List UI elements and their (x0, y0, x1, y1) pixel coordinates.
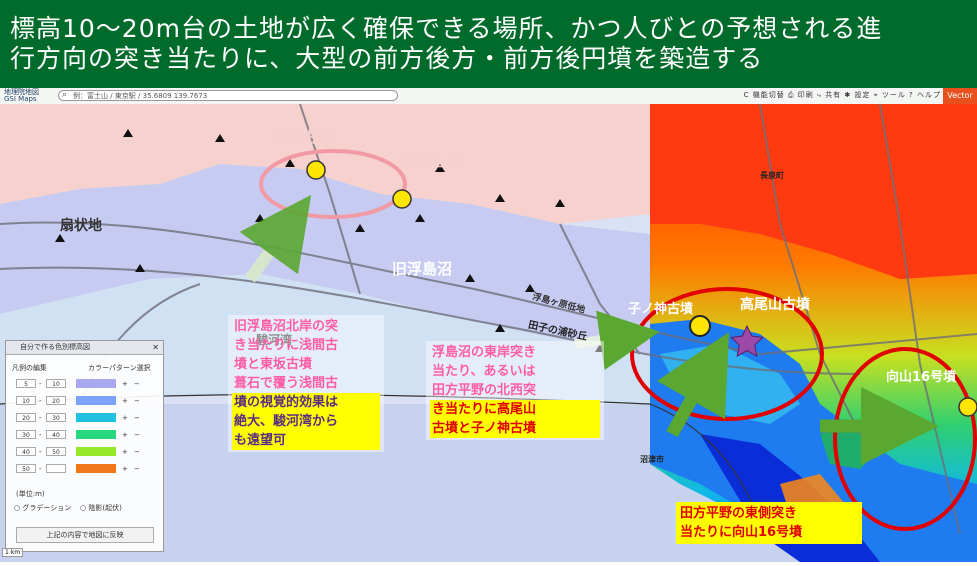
label-tousaka-kofun: 東坂古墳 (272, 128, 333, 146)
search-icon: ⌕ (62, 90, 68, 100)
gsi-logo[interactable]: 地理院地図 GSI Maps (4, 88, 39, 103)
label-sengen-kofun: 浅間古墳 (402, 152, 463, 170)
apply-button[interactable]: 上記の内容で地図に反映 (16, 527, 154, 543)
eastern-mountains (650, 104, 977, 279)
title-line-1: 標高10〜20m台の土地が広く確保できる場所、かつ人びとの予想される進 (10, 14, 883, 43)
remove-row-icon[interactable]: − (134, 414, 140, 422)
toolbar-menu[interactable]: C 機能切替 ⎙ 印刷 ⤷ 共有 ✱ 設定 ⌖ ツール ? ヘルプ (743, 91, 941, 99)
note-north-line: き当たりに浅間古 (234, 338, 339, 353)
label-suruga-wan: 駿河湾 (256, 333, 293, 347)
range-dash: - (39, 397, 42, 405)
close-icon[interactable]: ✕ (152, 343, 159, 352)
map-toolbar: 地理院地図 GSI Maps ⌕ 例：富士山 / 東京駅 / 35.6809 1… (0, 88, 977, 105)
note-east-line: 古墳と子ノ神古墳 (430, 419, 600, 438)
legend-color-swatch[interactable] (76, 430, 116, 439)
legend-color-swatch[interactable] (76, 447, 116, 456)
option-gradation[interactable]: ○ グラデーション (14, 504, 72, 512)
legend-to-input[interactable]: 30 (46, 413, 66, 422)
arrow-east-shore (574, 310, 660, 371)
tousaka-kofun-marker (306, 160, 326, 180)
legend-to-input[interactable]: 50 (46, 447, 66, 456)
note-east-shore: 浮島沼の東岸突き当たり、あるいは田方平野の北西突き当たりに高尾山古墳と子ノ神古墳 (426, 341, 604, 440)
mode-label[interactable]: 凡例の編集 (12, 364, 47, 372)
note-east-line: 浮島沼の東岸突き (432, 345, 537, 360)
panel-header: 自分で作る色別標高図 ✕ (6, 341, 163, 355)
range-dash: - (39, 414, 42, 422)
mukaiyama-kofun-marker (958, 397, 977, 417)
remove-row-icon[interactable]: − (134, 380, 140, 388)
range-dash: - (39, 431, 42, 439)
triangle-markers (55, 129, 605, 352)
label-kyu-ukishimanuma: 旧浮島沼 (392, 260, 453, 278)
label-mukaiyama-kofun: 向山16号墳 (886, 370, 957, 385)
legend-from-input[interactable]: 5 (16, 379, 36, 388)
arrow-takaoyama (656, 331, 730, 438)
arrow-north-shore (239, 194, 312, 283)
label-senjouchi: 扇状地 (60, 218, 102, 234)
map-svg (0, 103, 977, 562)
range-dash: - (39, 465, 42, 473)
note-north-line: 墳と東坂古墳 (234, 357, 313, 372)
unit-label: (単位:m) (16, 490, 45, 498)
northern-highland (0, 104, 650, 224)
add-row-icon[interactable]: + (122, 380, 128, 388)
note-north-shore: 旧浮島沼北岸の突き当たりに浅間古墳と東坂古墳葺石で覆う浅間古墳の視覚的効果は絶大… (228, 315, 384, 452)
elevation-legend-panel[interactable]: 自分で作る色別標高図 ✕ 凡例の編集 カラーパターン選択 5-10+−10-20… (5, 340, 164, 552)
title-line-2: 行方向の突き当たりに、大型の前方後方・前方後円墳を築造する (10, 44, 764, 73)
add-row-icon[interactable]: + (122, 448, 128, 456)
label-nagaizumi: 長泉町 (760, 171, 784, 180)
note-north-line: 葺石で覆う浅間古 (234, 376, 339, 391)
legend-from-input[interactable]: 50 (16, 464, 36, 473)
note-east-line: 当たり、あるいは (432, 364, 536, 379)
add-row-icon[interactable]: + (122, 465, 128, 473)
ellipse-north-shore (259, 149, 407, 219)
label-takaoyama-kofun: 高尾山古墳 (740, 297, 810, 313)
note-north-line: も遠望可 (232, 431, 380, 450)
scale-bar: 1 km (2, 548, 24, 557)
label-nenogami-kofun: 子ノ神古墳 (628, 302, 694, 317)
palette-label[interactable]: カラーパターン選択 (88, 364, 151, 372)
ellipse-mukaiyama (833, 347, 977, 531)
legend-from-input[interactable]: 20 (16, 413, 36, 422)
add-row-icon[interactable]: + (122, 431, 128, 439)
brand-logo: Vector (943, 88, 977, 104)
legend-from-input[interactable]: 10 (16, 396, 36, 405)
add-row-icon[interactable]: + (122, 414, 128, 422)
legend-to-input[interactable] (46, 464, 66, 473)
note-east-line: き当たりに高尾山 (430, 400, 600, 419)
note-tagata: 田方平野の東側突き 当たりに向山16号墳 (676, 502, 862, 544)
legend-to-input[interactable]: 10 (46, 379, 66, 388)
legend-color-swatch[interactable] (76, 396, 116, 405)
legend-color-swatch[interactable] (76, 379, 116, 388)
remove-row-icon[interactable]: − (134, 397, 140, 405)
note-north-line: 絶大、駿河湾から (232, 412, 380, 431)
legend-from-input[interactable]: 30 (16, 430, 36, 439)
legend-to-input[interactable]: 20 (46, 396, 66, 405)
nenogami-kofun-marker (689, 315, 711, 337)
option-shade[interactable]: ○ 陰影(起伏) (80, 504, 122, 512)
add-row-icon[interactable]: + (122, 397, 128, 405)
search-input[interactable]: ⌕ 例：富士山 / 東京駅 / 35.6809 139.7673 (58, 90, 398, 101)
legend-color-swatch[interactable] (76, 413, 116, 422)
legend-from-input[interactable]: 40 (16, 447, 36, 456)
remove-row-icon[interactable]: − (134, 465, 140, 473)
title-banner: 標高10〜20m台の土地が広く確保できる場所、かつ人びとの予想される進 行方向の… (0, 0, 977, 90)
range-dash: - (39, 380, 42, 388)
remove-row-icon[interactable]: − (134, 431, 140, 439)
note-north-line: 墳の視覚的効果は (232, 393, 380, 412)
note-east-line: 田方平野の北西突 (432, 383, 537, 398)
sengen-kofun-marker (392, 189, 412, 209)
note-north-line: 旧浮島沼北岸の突 (234, 319, 339, 334)
map-canvas[interactable]: 東坂古墳 浅間古墳 扇状地 旧浮島沼 浮島ヶ原低地 田子の浦砂丘 子ノ神古墳 高… (0, 103, 977, 562)
range-dash: - (39, 448, 42, 456)
label-numazu: 沼津市 (640, 455, 664, 464)
remove-row-icon[interactable]: − (134, 448, 140, 456)
takaoyama-kofun-star (730, 324, 764, 357)
legend-color-swatch[interactable] (76, 464, 116, 473)
legend-to-input[interactable]: 40 (46, 430, 66, 439)
